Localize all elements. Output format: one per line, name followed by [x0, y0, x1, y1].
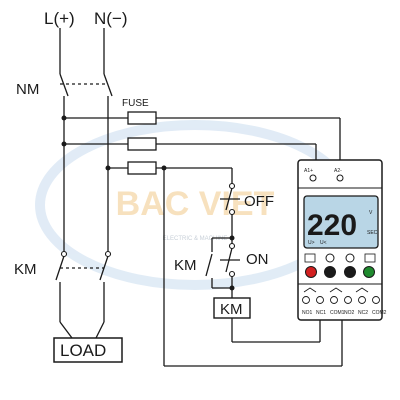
terminal-no1: NO1 [302, 310, 313, 316]
contact [228, 270, 236, 278]
terminal-a2: A2- [334, 168, 342, 174]
terminal-nc1: NC1 [316, 310, 326, 316]
screw-nc1 [316, 296, 324, 304]
menu-button[interactable] [304, 253, 316, 263]
contact [228, 242, 236, 250]
screw-a1 [309, 174, 317, 182]
aux-switch [205, 253, 213, 277]
screw-no1 [302, 296, 310, 304]
up-button[interactable] [344, 266, 356, 278]
set-button[interactable] [364, 253, 376, 263]
down-button[interactable] [324, 266, 336, 278]
contact-symbol-1 [303, 287, 317, 293]
contact-symbol-2 [329, 287, 343, 293]
label-off: OFF [244, 193, 274, 210]
label-line-plus: L(+) [44, 9, 75, 28]
lcd-indicator-over: U> [308, 240, 315, 246]
fuse-1 [127, 111, 157, 125]
wire-load-l [59, 321, 73, 339]
km-coil-label: KM [220, 301, 243, 318]
junction [61, 115, 67, 121]
label-fuse: FUSE [122, 98, 149, 109]
breaker-n [103, 73, 113, 97]
up-arrow-icon [325, 253, 335, 263]
wire-load-n [95, 321, 105, 339]
lcd-screen [303, 195, 379, 249]
contacts [60, 182, 236, 278]
screw-com1 [330, 296, 338, 304]
junction [229, 235, 235, 241]
fuse-3 [127, 161, 157, 175]
contact [104, 250, 112, 258]
label-km-contactor: KM [14, 261, 37, 278]
screw-no2 [344, 296, 352, 304]
label-nm: NM [16, 81, 39, 98]
junction [229, 285, 235, 291]
screw-nc2 [358, 296, 366, 304]
terminal-com1: COM1 [330, 310, 345, 316]
voltage-relay: A1+ A2- 220 V SEC U> U< [297, 159, 387, 321]
relay-contact-symbols [303, 287, 369, 293]
wires [55, 28, 343, 367]
km-coil [213, 297, 251, 319]
fuses [127, 111, 157, 175]
label-on: ON [246, 251, 269, 268]
contact [228, 208, 236, 216]
terminal-com2: COM2 [372, 310, 387, 316]
junction [161, 165, 167, 171]
label-km-aux: KM [174, 257, 197, 274]
watermark-tagline: ELECTRIC & MACHINE [163, 236, 228, 242]
terminal-nc2: NC2 [358, 310, 368, 316]
red-button[interactable] [305, 266, 317, 278]
watermark-brand: BAC VIET [116, 185, 275, 223]
lcd-indicator-under: U< [320, 240, 327, 246]
load-label: LOAD [60, 341, 106, 360]
contact [60, 250, 68, 258]
lcd-unit-v: V [369, 210, 373, 216]
contact-symbol-3 [355, 287, 369, 293]
down-arrow-icon [345, 253, 355, 263]
junction [61, 141, 67, 147]
screw-a2 [336, 174, 344, 182]
breaker-l [59, 73, 69, 97]
lcd-unit-sec: SEC [367, 230, 378, 236]
load-box [53, 337, 123, 363]
terminal-no2: NO2 [344, 310, 355, 316]
green-button[interactable] [363, 266, 375, 278]
junction [105, 165, 111, 171]
relay-buttons [304, 253, 376, 278]
fuse-2 [127, 137, 157, 151]
lcd-value: 220 [307, 209, 357, 242]
contact [228, 182, 236, 190]
terminal-a1: A1+ [304, 168, 313, 174]
screw-com2 [372, 296, 380, 304]
bottom-screws [302, 296, 380, 304]
label-neutral: N(−) [94, 9, 128, 28]
junctions [61, 115, 235, 291]
